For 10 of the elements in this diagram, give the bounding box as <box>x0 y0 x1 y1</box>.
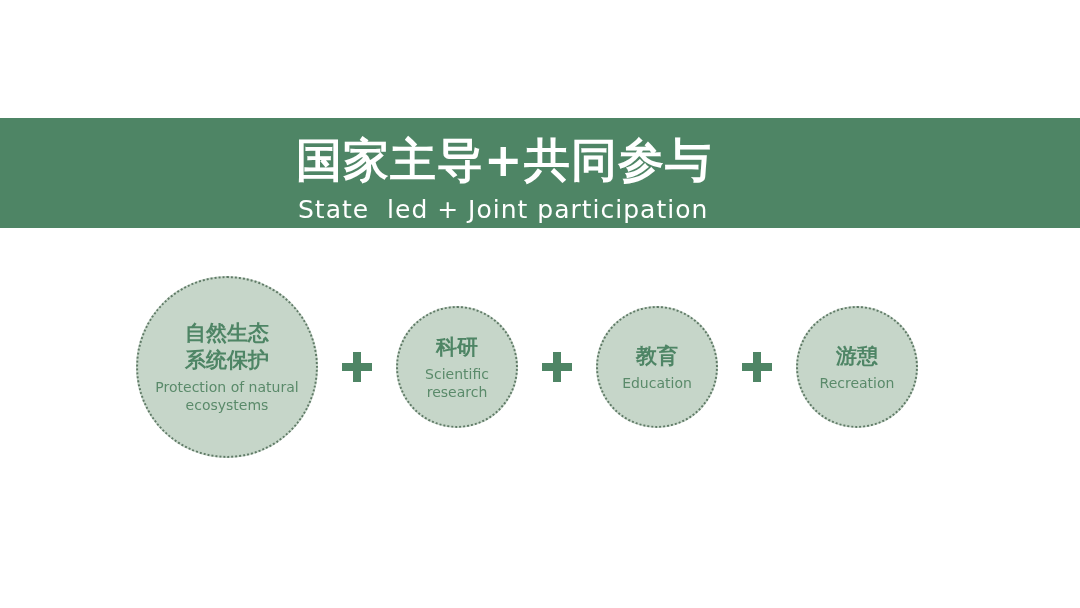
chinese-label: 游憩 <box>836 342 878 370</box>
chinese-label: 自然生态系统保护 <box>184 320 270 374</box>
title: 国家主导+共同参与 <box>296 132 712 188</box>
english-label: Protection of natural ecosystems <box>154 378 300 414</box>
chinese-label: 科研 <box>436 333 478 361</box>
english-label: Scientific research <box>424 364 490 401</box>
english-label: Education <box>622 373 692 392</box>
subtitle: State led + Joint participation <box>298 194 709 226</box>
chinese-label: 教育 <box>636 342 678 370</box>
english-label: Recreation <box>819 373 895 392</box>
